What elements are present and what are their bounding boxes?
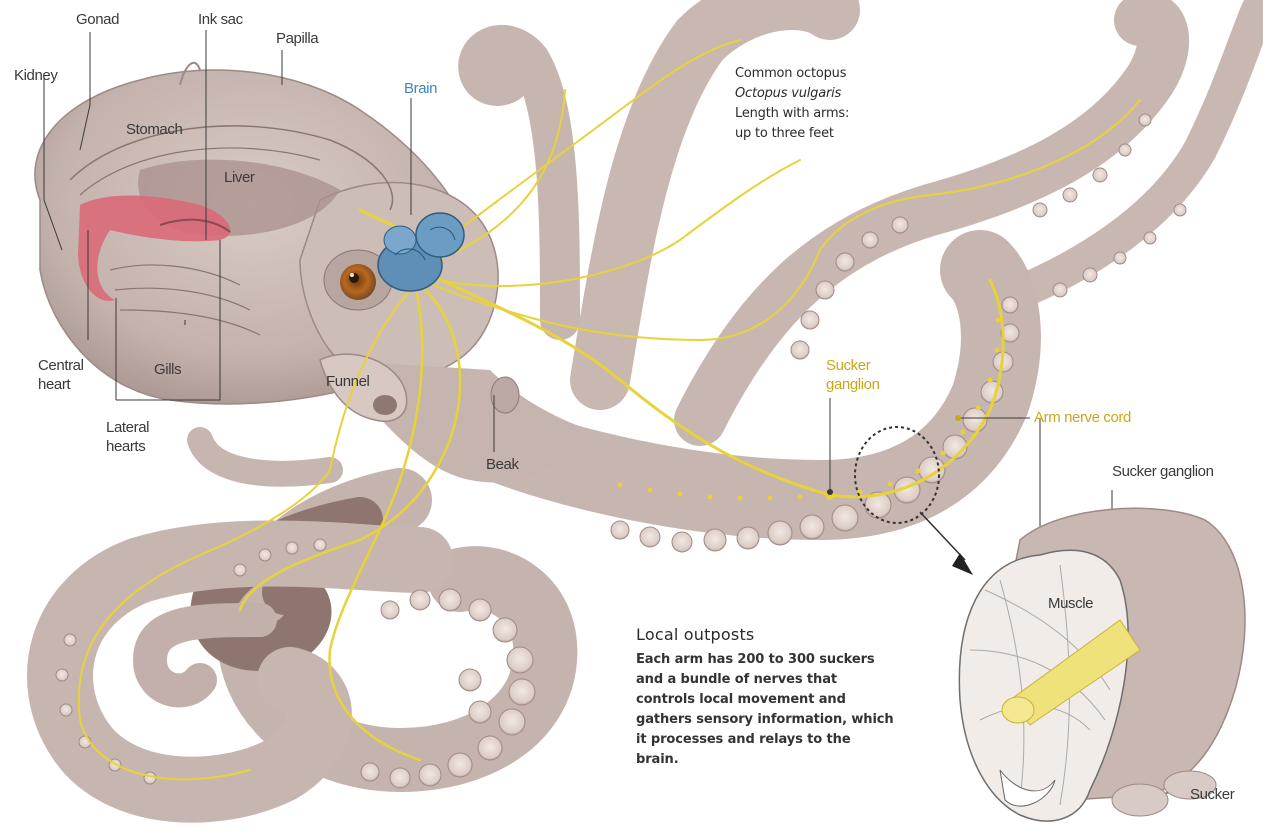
label-arm-nerve-cord: Arm nerve cord <box>1034 408 1131 427</box>
label-sucker: Sucker <box>1190 785 1234 804</box>
label-sucker-ganglion-arm: Sucker ganglion <box>826 356 898 394</box>
label-muscle: Muscle <box>1048 594 1093 613</box>
local-outposts-body: Each arm has 200 to 300 suckers and a bu… <box>636 650 896 770</box>
local-outposts-heading: Local outposts <box>636 625 896 644</box>
species-length-line1: Length with arms: <box>735 104 849 124</box>
arm-upper-middle <box>600 0 830 380</box>
label-gonad: Gonad <box>76 10 119 29</box>
arm-down <box>200 440 330 474</box>
label-stomach: Stomach <box>126 120 182 139</box>
label-ink-sac: Ink sac <box>198 10 243 29</box>
species-length-line2: up to three feet <box>735 124 849 144</box>
label-funnel: Funnel <box>326 372 369 391</box>
label-liver: Liver <box>224 168 255 187</box>
label-brain: Brain <box>404 79 437 98</box>
species-common-name: Common octopus <box>735 64 849 84</box>
label-sucker-ganglion-detail: Sucker ganglion <box>1112 462 1214 481</box>
label-papilla: Papilla <box>276 29 318 48</box>
label-beak: Beak <box>486 455 519 474</box>
label-gills: Gills <box>154 360 181 379</box>
species-scientific-name: Octopus vulgaris <box>735 84 849 104</box>
label-central-heart: Central heart <box>38 356 100 394</box>
label-lateral-hearts: Lateral hearts <box>106 418 166 456</box>
local-outposts: Local outposts Each arm has 200 to 300 s… <box>636 625 896 770</box>
sucker-detail <box>959 508 1245 821</box>
species-info: Common octopus Octopus vulgaris Length w… <box>735 64 849 144</box>
label-kidney: Kidney <box>14 66 57 85</box>
